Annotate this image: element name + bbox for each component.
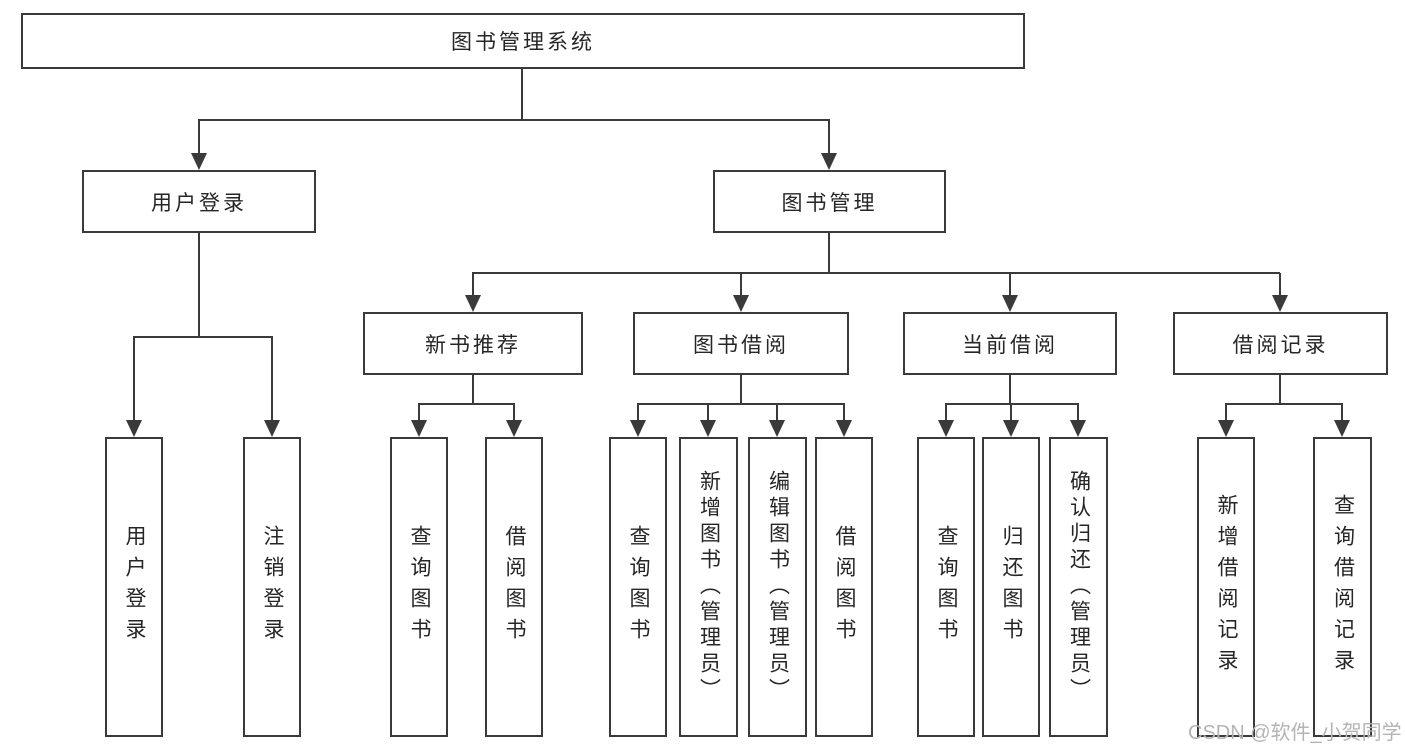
leaf-nbr-query-book-label: 查询图书	[408, 525, 431, 649]
leaf-logout-login-label: 注销登录	[261, 525, 284, 649]
node-book-borrowing: 图书借阅	[633, 312, 849, 375]
connector-cb-stem	[1009, 375, 1011, 405]
connector-nbr-borrow-drop	[513, 404, 515, 420]
connector-mgmt-branch-bar	[472, 272, 1280, 274]
connector-nbr-stem	[472, 375, 474, 405]
arrow-down-cb-return-icon	[1003, 420, 1019, 437]
connector-root-bar	[198, 119, 830, 121]
connector-bb-stem	[740, 375, 742, 405]
connector-leaf-logout-drop	[271, 337, 273, 420]
leaf-bb-add-book-label: 新增图书（管理员）	[697, 470, 721, 704]
leaf-br-query-record-label: 查询借阅记录	[1331, 494, 1355, 680]
connector-bb-bar	[637, 403, 845, 405]
arrow-down-nbr-query-icon	[411, 420, 427, 437]
node-current-borrowing: 当前借阅	[903, 312, 1117, 375]
connector-book-borrow-drop	[740, 273, 742, 296]
leaf-nbr-borrow-book-label: 借阅图书	[503, 525, 526, 649]
csdn-watermark: CSDN @软件_小贺同学	[1188, 722, 1402, 744]
leaf-cb-query-book-label: 查询图书	[935, 525, 958, 649]
connector-br-stem	[1279, 375, 1281, 405]
connector-bb-query-drop	[637, 404, 639, 420]
arrow-down-current-borrow-icon	[1002, 295, 1018, 312]
arrow-down-user-login-icon	[191, 153, 207, 170]
leaf-nbr-query-book: 查询图书	[390, 437, 448, 737]
arrow-down-nbr-borrow-icon	[506, 420, 522, 437]
arrow-down-br-add-icon	[1218, 420, 1234, 437]
connector-book-mgmt-drop	[828, 120, 830, 153]
leaf-bb-borrow-book-label: 借阅图书	[833, 525, 856, 649]
arrow-down-cb-query-icon	[938, 420, 954, 437]
leaf-cb-return-book-label: 归还图书	[1000, 525, 1023, 649]
node-new-book-recommend-label: 新书推荐	[425, 333, 521, 357]
arrow-down-cb-confirm-icon	[1070, 420, 1086, 437]
leaf-br-query-record: 查询借阅记录	[1313, 437, 1372, 737]
leaf-br-add-record: 新增借阅记录	[1197, 437, 1255, 737]
leaf-cb-query-book: 查询图书	[917, 437, 975, 737]
arrow-down-bb-query-icon	[630, 420, 646, 437]
node-user-login-label: 用户登录	[151, 191, 247, 215]
node-book-management-label: 图书管理	[781, 191, 878, 215]
arrow-down-br-query-icon	[1334, 420, 1350, 437]
arrow-down-leaf-logout-icon	[264, 420, 280, 437]
connector-user-branch-bar	[133, 336, 273, 338]
connector-bb-add-drop	[707, 404, 709, 420]
connector-nbr-query-drop	[418, 404, 420, 420]
leaf-bb-borrow-book: 借阅图书	[815, 437, 873, 737]
node-user-login: 用户登录	[82, 170, 316, 233]
connector-cb-return-drop	[1010, 404, 1012, 420]
node-root: 图书管理系统	[21, 13, 1025, 69]
connector-borrow-record-drop	[1279, 273, 1281, 296]
leaf-bb-edit-book-label: 编辑图书（管理员）	[766, 470, 790, 704]
connector-cb-bar	[945, 403, 1079, 405]
connector-new-book-drop	[472, 273, 474, 296]
connector-cb-confirm-drop	[1077, 404, 1079, 420]
node-borrowing-records-label: 借阅记录	[1232, 333, 1329, 357]
leaf-cb-confirm-return-label: 确认归还（管理员）	[1067, 470, 1091, 704]
node-current-borrowing-label: 当前借阅	[962, 333, 1058, 357]
node-root-label: 图书管理系统	[451, 31, 595, 54]
arrow-down-new-book-icon	[465, 295, 481, 312]
leaf-br-add-record-label: 新增借阅记录	[1215, 494, 1238, 680]
connector-br-bar	[1225, 403, 1343, 405]
connector-br-query-drop	[1341, 404, 1343, 420]
leaf-bb-edit-book: 编辑图书（管理员）	[748, 437, 807, 737]
arrow-down-bb-add-icon	[700, 420, 716, 437]
connector-bb-edit-drop	[776, 404, 778, 420]
node-book-management: 图书管理	[713, 170, 946, 233]
connector-user-branch-stem	[198, 233, 200, 338]
connector-bb-borrow-drop	[843, 404, 845, 420]
arrow-down-book-borrow-icon	[733, 295, 749, 312]
connector-current-borrow-drop	[1009, 273, 1011, 296]
node-borrowing-records: 借阅记录	[1173, 312, 1388, 375]
node-new-book-recommend: 新书推荐	[363, 312, 583, 375]
leaf-nbr-borrow-book: 借阅图书	[485, 437, 543, 737]
arrow-down-book-mgmt-icon	[821, 153, 837, 170]
arrow-down-borrow-record-icon	[1272, 295, 1288, 312]
connector-cb-query-drop	[945, 404, 947, 420]
connector-root-stem	[521, 69, 523, 121]
arrow-down-bb-edit-icon	[769, 420, 785, 437]
leaf-bb-query-book-label: 查询图书	[627, 525, 650, 649]
connector-nbr-bar	[418, 403, 515, 405]
leaf-bb-add-book: 新增图书（管理员）	[679, 437, 738, 737]
leaf-user-login-label: 用户登录	[123, 525, 146, 649]
connector-user-login-drop	[198, 120, 200, 153]
node-book-borrowing-label: 图书借阅	[693, 333, 789, 357]
leaf-user-login: 用户登录	[105, 437, 163, 737]
connector-br-add-drop	[1225, 404, 1227, 420]
leaf-cb-return-book: 归还图书	[982, 437, 1040, 737]
connector-leaf-user-login-drop	[133, 337, 135, 420]
leaf-bb-query-book: 查询图书	[609, 437, 667, 737]
leaf-logout-login: 注销登录	[243, 437, 301, 737]
connector-mgmt-branch-stem	[828, 233, 830, 273]
arrow-down-leaf-user-login-icon	[126, 420, 142, 437]
leaf-cb-confirm-return: 确认归还（管理员）	[1049, 437, 1108, 737]
arrow-down-bb-borrow-icon	[836, 420, 852, 437]
